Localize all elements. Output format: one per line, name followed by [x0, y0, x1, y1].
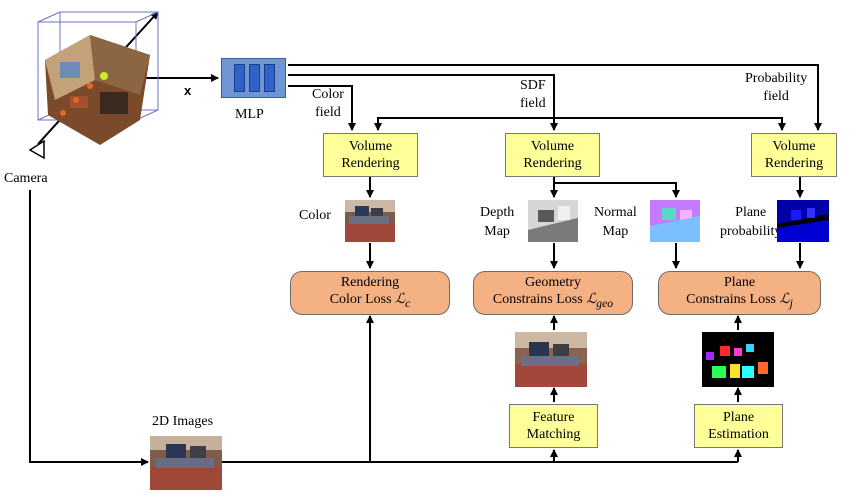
plane-probability-image — [777, 200, 829, 242]
geometry-loss-box: Geometry Constrains Loss ℒgeo — [473, 271, 633, 315]
images-2d-label: 2D Images — [152, 414, 214, 429]
normal-map-image — [650, 200, 700, 242]
sdf-to-vr-color-arrow — [374, 117, 554, 131]
scene-cube-icon — [37, 11, 159, 145]
vr-sdf-to-normal-arrow — [554, 182, 680, 198]
feature-match-image — [515, 332, 587, 387]
camera-label: Camera — [4, 171, 48, 186]
depth-map-image — [528, 200, 578, 242]
color-render-image — [345, 200, 395, 242]
images-2d-thumbnail — [150, 436, 222, 490]
color-label: Color — [299, 208, 331, 223]
camera-to-images-arrow — [29, 190, 149, 466]
probability-field-arrow — [288, 64, 822, 131]
sdf-to-vr-prob-arrow — [554, 117, 786, 131]
camera-icon — [28, 139, 45, 160]
color-field-arrow — [288, 85, 356, 131]
mlp-label: MLP — [235, 107, 264, 122]
plane-loss-box: Plane Constrains Loss ℒj — [658, 271, 821, 315]
sdf-field-arrow — [288, 74, 558, 131]
color-loss-box: Rendering Color Loss ℒc — [290, 271, 450, 315]
x-label: x — [184, 83, 192, 98]
plane-segmentation-image — [702, 332, 774, 387]
mlp-block — [221, 58, 286, 98]
